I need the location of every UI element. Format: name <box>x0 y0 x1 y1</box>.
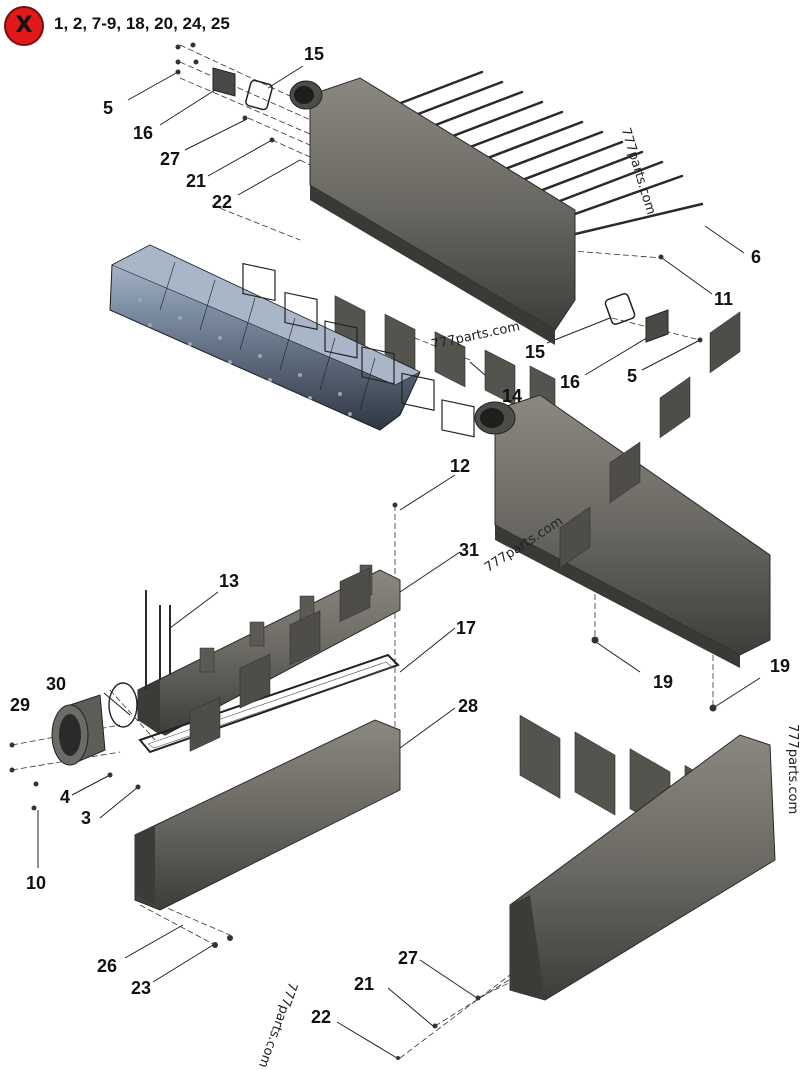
watermark: 777parts.com <box>785 724 800 815</box>
callout-14: 14 <box>502 386 523 406</box>
excluded-items-list: 1, 2, 7-9, 18, 20, 24, 25 <box>54 14 230 33</box>
callout-17: 17 <box>456 618 477 638</box>
bolts-3-4-10 <box>9 742 141 811</box>
bolts-21-22-27-bottom <box>396 995 481 1060</box>
bolts-23-26 <box>212 935 233 948</box>
callout-5: 5 <box>103 98 114 118</box>
heat-shield-cover <box>109 244 421 431</box>
plate-16-right <box>645 309 669 343</box>
badge-x-icon: X <box>15 13 33 38</box>
callout-15-right: 15 <box>525 342 546 362</box>
gasket-15-right <box>604 293 636 325</box>
callout-5-right: 5 <box>627 366 638 386</box>
gasket-17 <box>138 653 400 754</box>
callout-19: 19 <box>653 672 674 692</box>
callout-27: 27 <box>160 149 181 169</box>
top-manifold-casting <box>289 77 576 420</box>
callout-16-right: 16 <box>560 372 581 392</box>
gaskets-14 <box>242 262 475 438</box>
callout-12: 12 <box>450 456 471 476</box>
callout-23: 23 <box>131 978 152 998</box>
bolts-19 <box>392 502 717 712</box>
callout-27-bottom: 27 <box>398 948 419 968</box>
leader-lines <box>37 65 761 1059</box>
gasket-30 <box>108 682 138 728</box>
callout-4: 4 <box>60 787 71 807</box>
plate-16-top <box>212 67 236 97</box>
gasket-15-top <box>245 79 273 111</box>
lower-manifold-28 <box>134 567 401 911</box>
callout-13: 13 <box>219 571 240 591</box>
callout-15: 15 <box>304 44 325 64</box>
small-bolts-right <box>658 254 703 343</box>
callout-31: 31 <box>459 540 480 560</box>
callout-28: 28 <box>458 696 479 716</box>
callout-22-bottom: 22 <box>311 1007 332 1027</box>
callout-16: 16 <box>133 123 154 143</box>
small-bolts-top <box>175 42 275 143</box>
callout-29: 29 <box>10 695 31 715</box>
callout-19-right: 19 <box>770 656 791 676</box>
exclusion-badge: X <box>4 6 44 46</box>
bottom-right-manifold <box>509 311 776 1001</box>
bolts-13 <box>145 590 171 690</box>
callout-10: 10 <box>26 873 47 893</box>
callout-21: 21 <box>186 171 207 191</box>
adapter-29 <box>51 694 106 766</box>
callout-21-bottom: 21 <box>354 974 375 994</box>
callout-26: 26 <box>97 956 118 976</box>
callout-30: 30 <box>46 674 67 694</box>
callout-6: 6 <box>751 247 762 267</box>
callout-3: 3 <box>81 808 92 828</box>
callout-22: 22 <box>212 192 233 212</box>
callout-11: 11 <box>714 289 734 309</box>
